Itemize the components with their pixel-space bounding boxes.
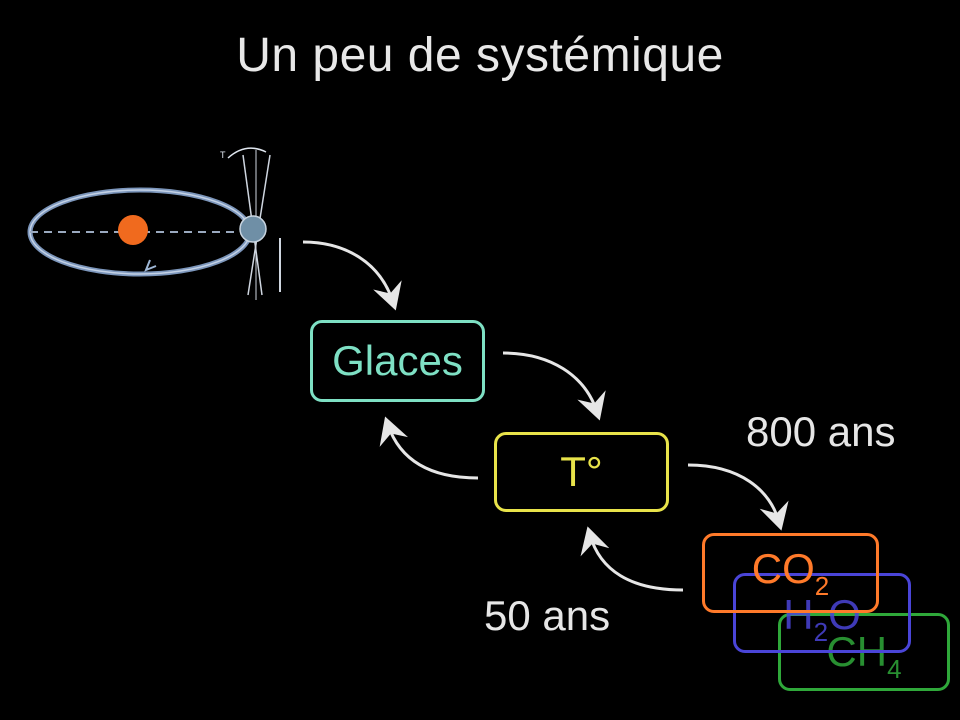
arrow-temperature-to-glaces <box>379 416 479 480</box>
delay-label-800: 800 ans <box>746 408 896 455</box>
h2o-label-o: O <box>828 590 861 638</box>
co2-box: CO2 <box>702 533 879 613</box>
delay-label-50: 50 ans <box>484 592 611 639</box>
co2-subscript: 2 <box>814 570 830 601</box>
ch4-subscript: 4 <box>887 654 902 684</box>
arrow-glaces-to-temperature <box>502 351 606 421</box>
orbit-illustration-icon: T <box>27 147 281 300</box>
arrow-orbit-to-glaces <box>302 240 402 311</box>
h2o-subscript: 2 <box>813 616 829 647</box>
temperature-box: T° <box>494 432 669 512</box>
temperature-label: T° <box>560 448 603 495</box>
h2o-label-h: H <box>783 590 814 638</box>
slide-title: Un peu de systémique <box>236 29 724 82</box>
glaces-label: Glaces <box>332 337 463 384</box>
arrow-temperature-to-co2 <box>687 463 789 531</box>
sun-icon <box>118 215 148 245</box>
h2o-box: H2O <box>733 573 911 653</box>
arrow-co2-to-temperature <box>580 526 684 592</box>
co2-label: CO <box>751 544 815 592</box>
svg-text:T: T <box>220 150 226 160</box>
glaces-box: Glaces <box>310 320 485 402</box>
earth-icon <box>239 215 267 243</box>
